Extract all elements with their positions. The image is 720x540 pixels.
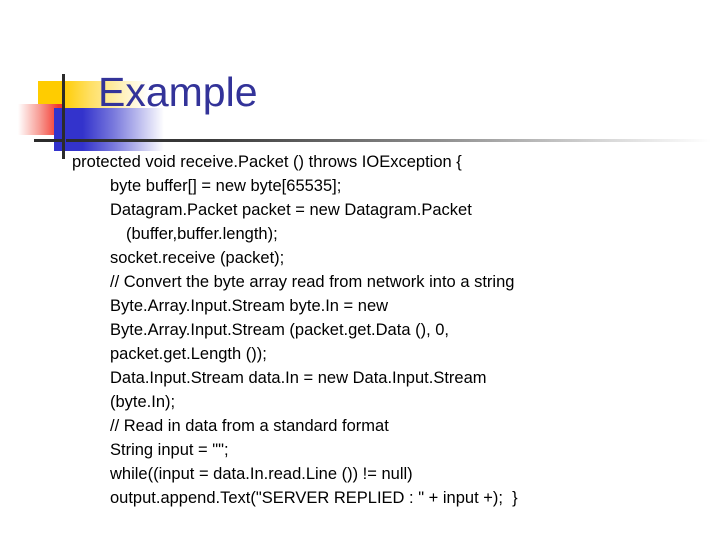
code-line: Datagram.Packet packet = new Datagram.Pa… [110, 201, 472, 219]
code-line: packet.get.Length ()); [110, 345, 267, 363]
code-line: Byte.Array.Input.Stream (packet.get.Data… [110, 321, 449, 339]
decoration-horizontal-line-stub [34, 139, 62, 142]
code-line: String input = ""; [110, 441, 229, 459]
code-line: Data.Input.Stream data.In = new Data.Inp… [110, 369, 487, 387]
decoration-vertical-line [62, 74, 65, 159]
title-divider-rule [66, 139, 711, 142]
code-line: Byte.Array.Input.Stream byte.In = new [110, 297, 389, 315]
code-block: protected void receive.Packet () throws … [0, 150, 720, 510]
decoration-red-block [18, 104, 64, 135]
code-line: while((input = data.In.read.Line ()) != … [110, 465, 413, 483]
code-line: (byte.In); [110, 393, 176, 411]
code-line: // Read in data from a standard format [110, 417, 389, 435]
code-line: byte buffer[] = new byte[65535]; [110, 177, 342, 195]
code-line: protected void receive.Packet () throws … [72, 153, 462, 171]
code-line: // Convert the byte array read from netw… [110, 273, 515, 291]
code-line: output.append.Text("SERVER REPLIED : " +… [110, 489, 518, 507]
slide-title: Example [98, 69, 258, 115]
code-line: socket.receive (packet); [110, 249, 285, 267]
code-line: (buffer,buffer.length); [126, 225, 278, 243]
